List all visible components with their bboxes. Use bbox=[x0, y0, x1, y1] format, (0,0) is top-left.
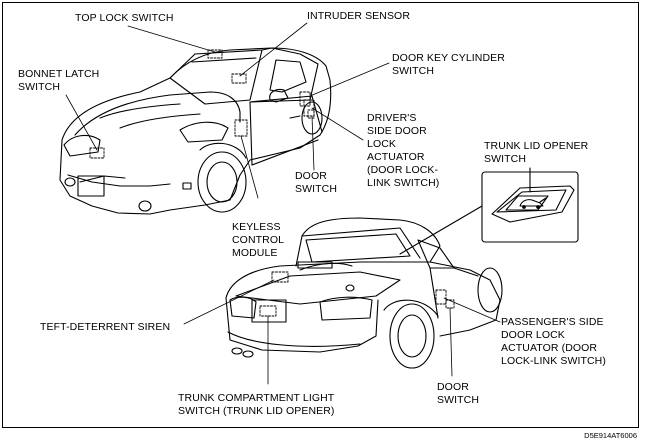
trunk-lid-opener-inset bbox=[399, 167, 579, 255]
rear-leader-lines bbox=[183, 279, 501, 385]
front-car bbox=[59, 47, 332, 215]
label-trunk-compartment-light-switch: TRUNK COMPARTMENT LIGHT SWITCH (TRUNK LI… bbox=[178, 392, 335, 417]
label-trunk-lid-opener-switch: TRUNK LID OPENER SWITCH bbox=[484, 140, 589, 165]
drivers-door-lock-actuator-box bbox=[303, 99, 315, 117]
front-leader-lines bbox=[65, 22, 390, 199]
intruder-sensor-box bbox=[231, 73, 247, 84]
passenger-door-lock-actuator-box bbox=[435, 289, 447, 305]
rear-door-switch-box bbox=[445, 299, 455, 309]
top-lock-switch-box bbox=[207, 49, 223, 59]
label-bonnet-latch-switch: BONNET LATCH SWITCH bbox=[18, 68, 100, 93]
front-car-components bbox=[89, 49, 315, 159]
label-drivers-side-door-lock-actuator: DRIVER'S SIDE DOOR LOCK ACTUATOR (DOOR L… bbox=[367, 112, 440, 189]
front-door-switch-box bbox=[307, 109, 315, 119]
rear-car bbox=[225, 217, 503, 369]
door-key-cylinder-switch-box bbox=[299, 91, 311, 107]
label-keyless-control-module: KEYLESS CONTROL MODULE bbox=[232, 221, 285, 259]
keyless-control-module-box bbox=[234, 119, 248, 137]
label-intruder-sensor: INTRUDER SENSOR bbox=[307, 10, 411, 22]
figure-code: D5E914AT6006 bbox=[584, 431, 637, 440]
label-passengers-side-door-lock-actuator: PASSENGER'S SIDE DOOR LOCK ACTUATOR (DOO… bbox=[501, 316, 606, 367]
label-door-key-cylinder-switch: DOOR KEY CYLINDER SWITCH bbox=[392, 52, 505, 77]
label-door-switch-rear: DOOR SWITCH bbox=[437, 381, 480, 406]
bonnet-latch-switch-box bbox=[89, 147, 105, 159]
label-door-switch-front: DOOR SWITCH bbox=[295, 170, 338, 195]
rear-car-components bbox=[259, 271, 455, 317]
diagram-frame bbox=[2, 2, 639, 428]
label-top-lock-switch: TOP LOCK SWITCH bbox=[75, 12, 174, 24]
label-theft-deterrent-siren: TEFT-DETERRENT SIREN bbox=[40, 321, 171, 333]
trunk-compartment-light-switch-box bbox=[259, 305, 277, 317]
theft-deterrent-siren-box bbox=[271, 271, 289, 283]
